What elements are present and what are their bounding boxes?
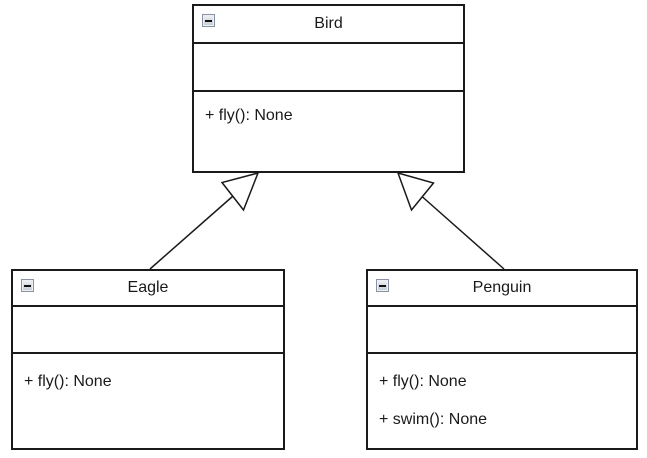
method-label: + swim(): None <box>379 411 488 428</box>
method-label: + fly(): None <box>24 373 112 390</box>
collapse-toggle-button[interactable] <box>202 14 215 27</box>
collapse-toggle-button[interactable] <box>376 279 389 292</box>
collapse-toggle-button[interactable] <box>21 279 34 292</box>
method-label: + fly(): None <box>205 107 293 124</box>
class-name: Penguin <box>472 279 532 296</box>
attributes-section <box>194 44 463 92</box>
inheritance-edge-penguin-to-bird[interactable] <box>396 171 505 270</box>
class-header: Eagle <box>13 271 283 307</box>
hollow-triangle-arrowhead <box>396 171 435 212</box>
class-box-penguin[interactable]: Penguin + fly(): None + swim(): None <box>366 269 638 450</box>
methods-section: + fly(): None <box>13 354 283 393</box>
minus-icon <box>24 284 31 287</box>
minus-icon <box>205 19 212 22</box>
minus-icon <box>379 284 386 287</box>
class-box-bird[interactable]: Bird + fly(): None <box>192 4 465 173</box>
attributes-section <box>368 307 636 354</box>
method-label: + fly(): None <box>379 373 467 390</box>
class-name: Eagle <box>127 279 169 296</box>
class-name: Bird <box>314 15 343 32</box>
methods-section: + fly(): None + swim(): None <box>368 354 636 431</box>
class-header: Penguin <box>368 271 636 307</box>
class-box-eagle[interactable]: Eagle + fly(): None <box>11 269 285 450</box>
inheritance-edge-eagle-to-bird[interactable] <box>149 171 260 270</box>
class-header: Bird <box>194 6 463 44</box>
methods-section: + fly(): None <box>194 92 463 127</box>
attributes-section <box>13 307 283 354</box>
hollow-triangle-arrowhead <box>220 171 260 212</box>
